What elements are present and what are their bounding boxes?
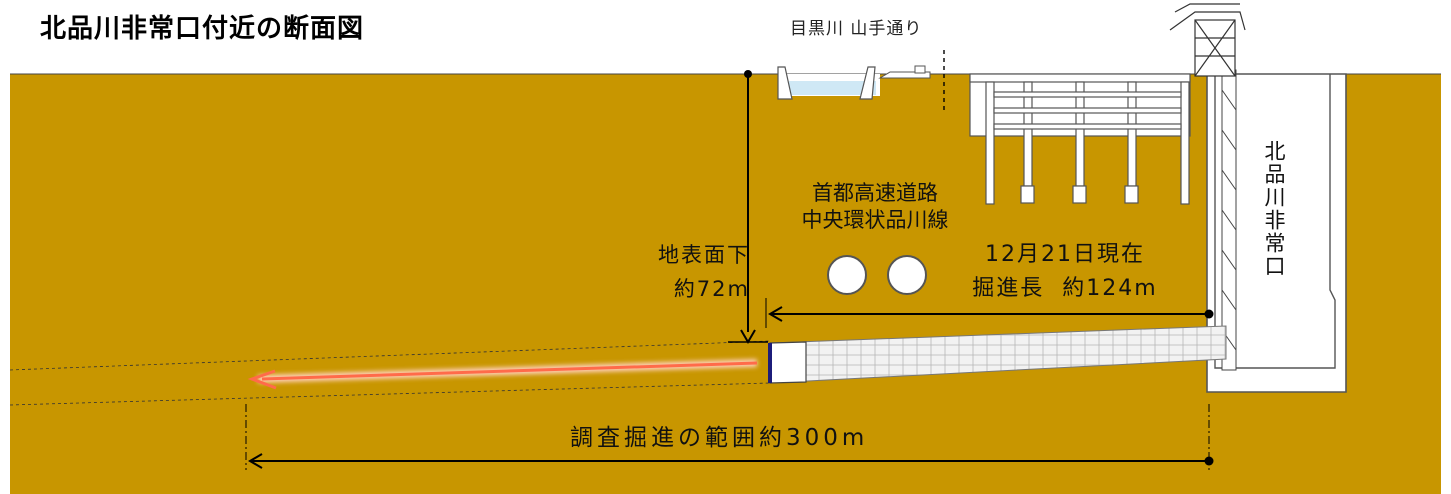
river-road-label: 目黒川 山手通り [790, 19, 923, 39]
emergency-exit-shaft [1206, 69, 1347, 393]
depth-dimension [728, 70, 768, 344]
survey-direction-arrow [247, 359, 758, 390]
expressway-tunnel-right [887, 255, 927, 295]
crane [1169, 3, 1246, 77]
expressway-label-line2: 中央環状品川線 [801, 208, 949, 232]
route-line-lower [9, 382, 771, 406]
expressway-structure [969, 73, 1191, 205]
ground-layer [10, 74, 1441, 494]
progress-label-line1: 12月21日現在 [985, 242, 1145, 267]
survey-range-label: 調査掘進の範囲約300m [570, 425, 869, 451]
progress-label: 12月21日現在 掘進長 約124m [950, 238, 1180, 306]
expressway-tunnel-left [827, 255, 867, 295]
shield-tbm [768, 325, 1227, 384]
progress-label-line2: 掘進長 約124m [972, 276, 1158, 301]
meguro-river [777, 50, 945, 110]
depth-label-line2: 約72m [673, 277, 750, 301]
depth-label: 地表面下 約72m [600, 238, 750, 306]
expressway-label-line1: 首都高速道路 [812, 181, 938, 205]
depth-label-line1: 地表面下 [658, 243, 750, 267]
shaft-label: 北品川非常口 [1262, 140, 1286, 278]
survey-range-dimension [245, 404, 1214, 470]
excavated-length-dimension [765, 298, 1214, 328]
diagram-title: 北品川非常口付近の断面図 [40, 14, 365, 44]
expressway-label: 首都高速道路 中央環状品川線 [765, 180, 985, 234]
route-line-upper [9, 340, 771, 371]
